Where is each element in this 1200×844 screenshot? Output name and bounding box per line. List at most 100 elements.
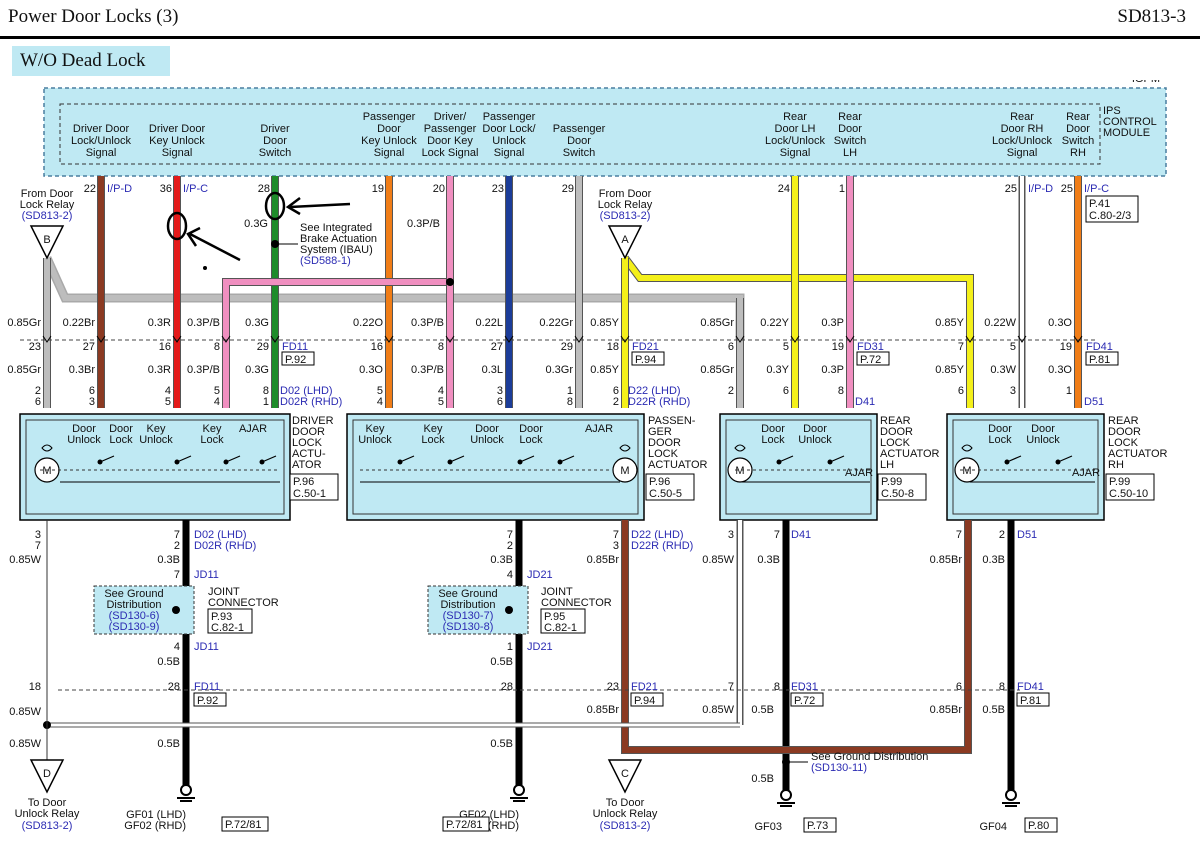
actuator-box xyxy=(19,413,291,521)
ground-ref: P.72/81 xyxy=(446,819,483,831)
switch-label: Key xyxy=(424,423,443,435)
relay-label: From Door xyxy=(21,188,74,200)
switch-label: Door xyxy=(988,423,1012,435)
module-name: CONTROL xyxy=(1103,116,1157,128)
wire-label: 0.5B xyxy=(490,656,513,668)
annotation-arrowhead xyxy=(186,226,201,247)
switch-coil xyxy=(619,444,631,452)
conn-pin: 23 xyxy=(29,341,41,353)
actuator-ref: P.96 xyxy=(293,476,314,488)
lower-conn: D51 xyxy=(1017,529,1037,541)
module-pin: 19 xyxy=(372,183,384,195)
wire-label: 0.3P/B xyxy=(407,218,440,230)
connector-chevron xyxy=(445,335,455,343)
annotation-arrow xyxy=(189,232,241,262)
relay-label: Unlock Relay xyxy=(593,808,658,820)
switch-label: Key xyxy=(366,423,385,435)
wire-label: 0.85Gr xyxy=(7,317,41,329)
fd-page: P.92 xyxy=(197,695,218,707)
relay-ref: (SD813-2) xyxy=(600,210,651,222)
switch-arm xyxy=(1057,455,1073,463)
conn-pin: 18 xyxy=(607,341,619,353)
signal-label: Signal xyxy=(1007,147,1038,159)
fd-page-box xyxy=(856,351,890,366)
wire-label: 0.85Y xyxy=(935,364,964,376)
wire-label: 0.85Y xyxy=(590,364,619,376)
wire-label: 0.3W xyxy=(990,364,1016,376)
signal-label: Signal xyxy=(162,147,193,159)
actuator-conn: D22 (LHD) xyxy=(628,385,681,397)
lower-wire-label: 0.85W xyxy=(9,554,41,566)
switch-label: Unlock xyxy=(67,434,101,446)
connector-chevron xyxy=(620,335,630,343)
fd-page: P.72 xyxy=(794,695,815,707)
wire-label: 0.3O xyxy=(1048,317,1072,329)
actuator-pin: 5 xyxy=(214,385,220,397)
actuator-title: REAR xyxy=(1108,415,1139,427)
switch-label: Door xyxy=(109,423,133,435)
lower-conn: D22 (LHD) xyxy=(631,529,684,541)
actuator-title: DRIVER xyxy=(292,415,334,427)
ground-ref: P.80 xyxy=(1028,820,1049,832)
annotation-arrowhead xyxy=(285,197,301,216)
signal-label: Rear xyxy=(1066,111,1090,123)
wire-label: 0.3Y xyxy=(766,364,789,376)
module-pin: 22 xyxy=(84,183,96,195)
joint-ref: C.82-1 xyxy=(211,622,244,634)
connector-chevron xyxy=(965,335,975,343)
signal-label: Door Key xyxy=(427,135,473,147)
jd-conn: JD21 xyxy=(527,641,553,653)
wire-label: 0.5B xyxy=(751,704,774,716)
actuator-ref-box xyxy=(645,473,695,501)
motor-label: M xyxy=(962,465,971,477)
relay-ref: (SD813-2) xyxy=(600,820,651,832)
ground-ref-box xyxy=(442,816,490,832)
actuator-conn: D41 xyxy=(855,396,875,408)
actuator-title: ACTU- xyxy=(292,448,326,460)
wire-label: 0.85Gr xyxy=(7,364,41,376)
signal-label: Door RH xyxy=(1001,123,1044,135)
switch-arm xyxy=(261,455,277,463)
wire-label: 0.3O xyxy=(359,364,383,376)
jd-conn: JD21 xyxy=(527,569,553,581)
lower-wire-label: 0.85Br xyxy=(930,554,963,566)
module-pin: 23 xyxy=(492,183,504,195)
actuator-pin: 1 xyxy=(263,396,269,408)
signal-label: Signal xyxy=(494,147,525,159)
switch-label: Key xyxy=(147,423,166,435)
connector-chevron xyxy=(790,335,800,343)
switch-label: AJAR xyxy=(585,423,613,435)
signal-label: Lock/Unlock xyxy=(992,135,1052,147)
module-pin: 25 xyxy=(1061,183,1073,195)
connector-chevron xyxy=(1017,335,1027,343)
ground-symbol xyxy=(513,784,525,796)
motor-symbol xyxy=(612,457,638,483)
jd-pin: 7 xyxy=(174,569,180,581)
wire-label: 0.3P/B xyxy=(411,364,444,376)
lower-pin: 2 xyxy=(999,529,1005,541)
signal-label: Passenger xyxy=(553,123,606,135)
joint-ref: C.82-1 xyxy=(544,622,577,634)
actuator-inner-box xyxy=(25,419,285,515)
ground-symbol xyxy=(1005,789,1017,801)
module-ref: P.41 xyxy=(1089,198,1110,210)
wire-label: 0.22Br xyxy=(63,317,96,329)
wire-label: 0.85Br xyxy=(587,704,620,716)
fd-page-box xyxy=(1085,351,1119,366)
lower-wire-label: 0.85Br xyxy=(587,554,620,566)
lower-fd-pin: 8 xyxy=(999,681,1005,693)
relay-ref: (SD813-2) xyxy=(22,210,73,222)
lower-fd-pin: 7 xyxy=(728,681,734,693)
actuator-title: ACTUATOR xyxy=(880,448,940,460)
wire-label: 0.3L xyxy=(482,364,503,376)
ibau-label: System (IBAU) xyxy=(300,244,373,256)
lower-conn: D02R (RHD) xyxy=(194,540,256,552)
switch-label: Door xyxy=(1031,423,1055,435)
brown-lower xyxy=(622,520,971,753)
actuator-pin: 6 xyxy=(89,385,95,397)
joint-ref-box xyxy=(207,608,253,634)
signal-label: Door xyxy=(838,123,862,135)
actuator-pin: 6 xyxy=(497,396,503,408)
annotation-arrow xyxy=(289,202,351,209)
switch-arm xyxy=(225,455,241,463)
